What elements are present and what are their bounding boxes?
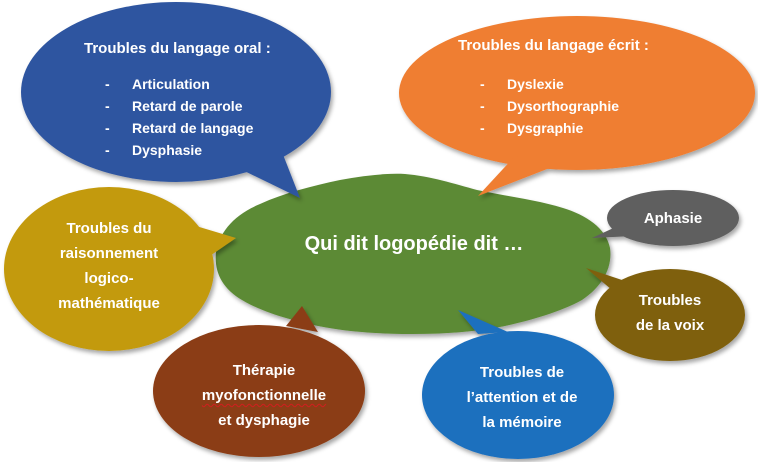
oral-item: Dysphasie: [105, 139, 253, 161]
aphasie-bubble: [592, 190, 739, 246]
ecrit-list: Dyslexie Dysorthographie Dysgraphie: [480, 73, 619, 139]
therapie-bubble: [153, 306, 365, 457]
attention-text: Troubles de l’attention et de la mémoire: [447, 360, 597, 435]
raisonnement-line: mathématique: [58, 295, 160, 312]
ecrit-item: Dysorthographie: [480, 95, 619, 117]
raisonnement-text: Troubles du raisonnement logico- mathéma…: [19, 216, 199, 316]
ecrit-title: Troubles du langage écrit :: [458, 37, 649, 54]
voix-text: Troubles de la voix: [610, 288, 730, 338]
raisonnement-line: Troubles du: [66, 220, 152, 237]
voix-line: de la voix: [635, 317, 705, 334]
attention-line: Troubles de: [479, 364, 565, 381]
oral-item: Retard de parole: [105, 95, 253, 117]
therapie-line: et dysphagie: [218, 412, 310, 429]
center-title: Qui dit logopédie dit …: [304, 233, 524, 255]
center-burst: [215, 173, 611, 334]
oral-title: Troubles du langage oral :: [84, 40, 271, 57]
attention-bubble: [422, 310, 614, 459]
oral-item: Retard de langage: [105, 117, 253, 139]
oral-item: Articulation: [105, 73, 253, 95]
oral-list: Articulation Retard de parole Retard de …: [105, 73, 253, 161]
ecrit-item: Dyslexie: [480, 73, 619, 95]
raisonnement-bubble: [4, 187, 236, 351]
attention-line: la mémoire: [482, 414, 562, 431]
ecrit-item: Dysgraphie: [480, 117, 619, 139]
voix-line: Troubles: [638, 292, 702, 309]
voix-bubble: [586, 268, 745, 361]
raisonnement-line: raisonnement: [59, 245, 159, 262]
therapie-line: myofonctionnelle: [201, 387, 327, 404]
aphasie-label: Aphasie: [643, 210, 703, 227]
therapie-text: Thérapie myofonctionnelle et dysphagie: [179, 358, 349, 433]
therapie-line: Thérapie: [232, 362, 296, 379]
attention-line: l’attention et de: [466, 389, 578, 406]
raisonnement-line: logico-: [84, 270, 134, 287]
